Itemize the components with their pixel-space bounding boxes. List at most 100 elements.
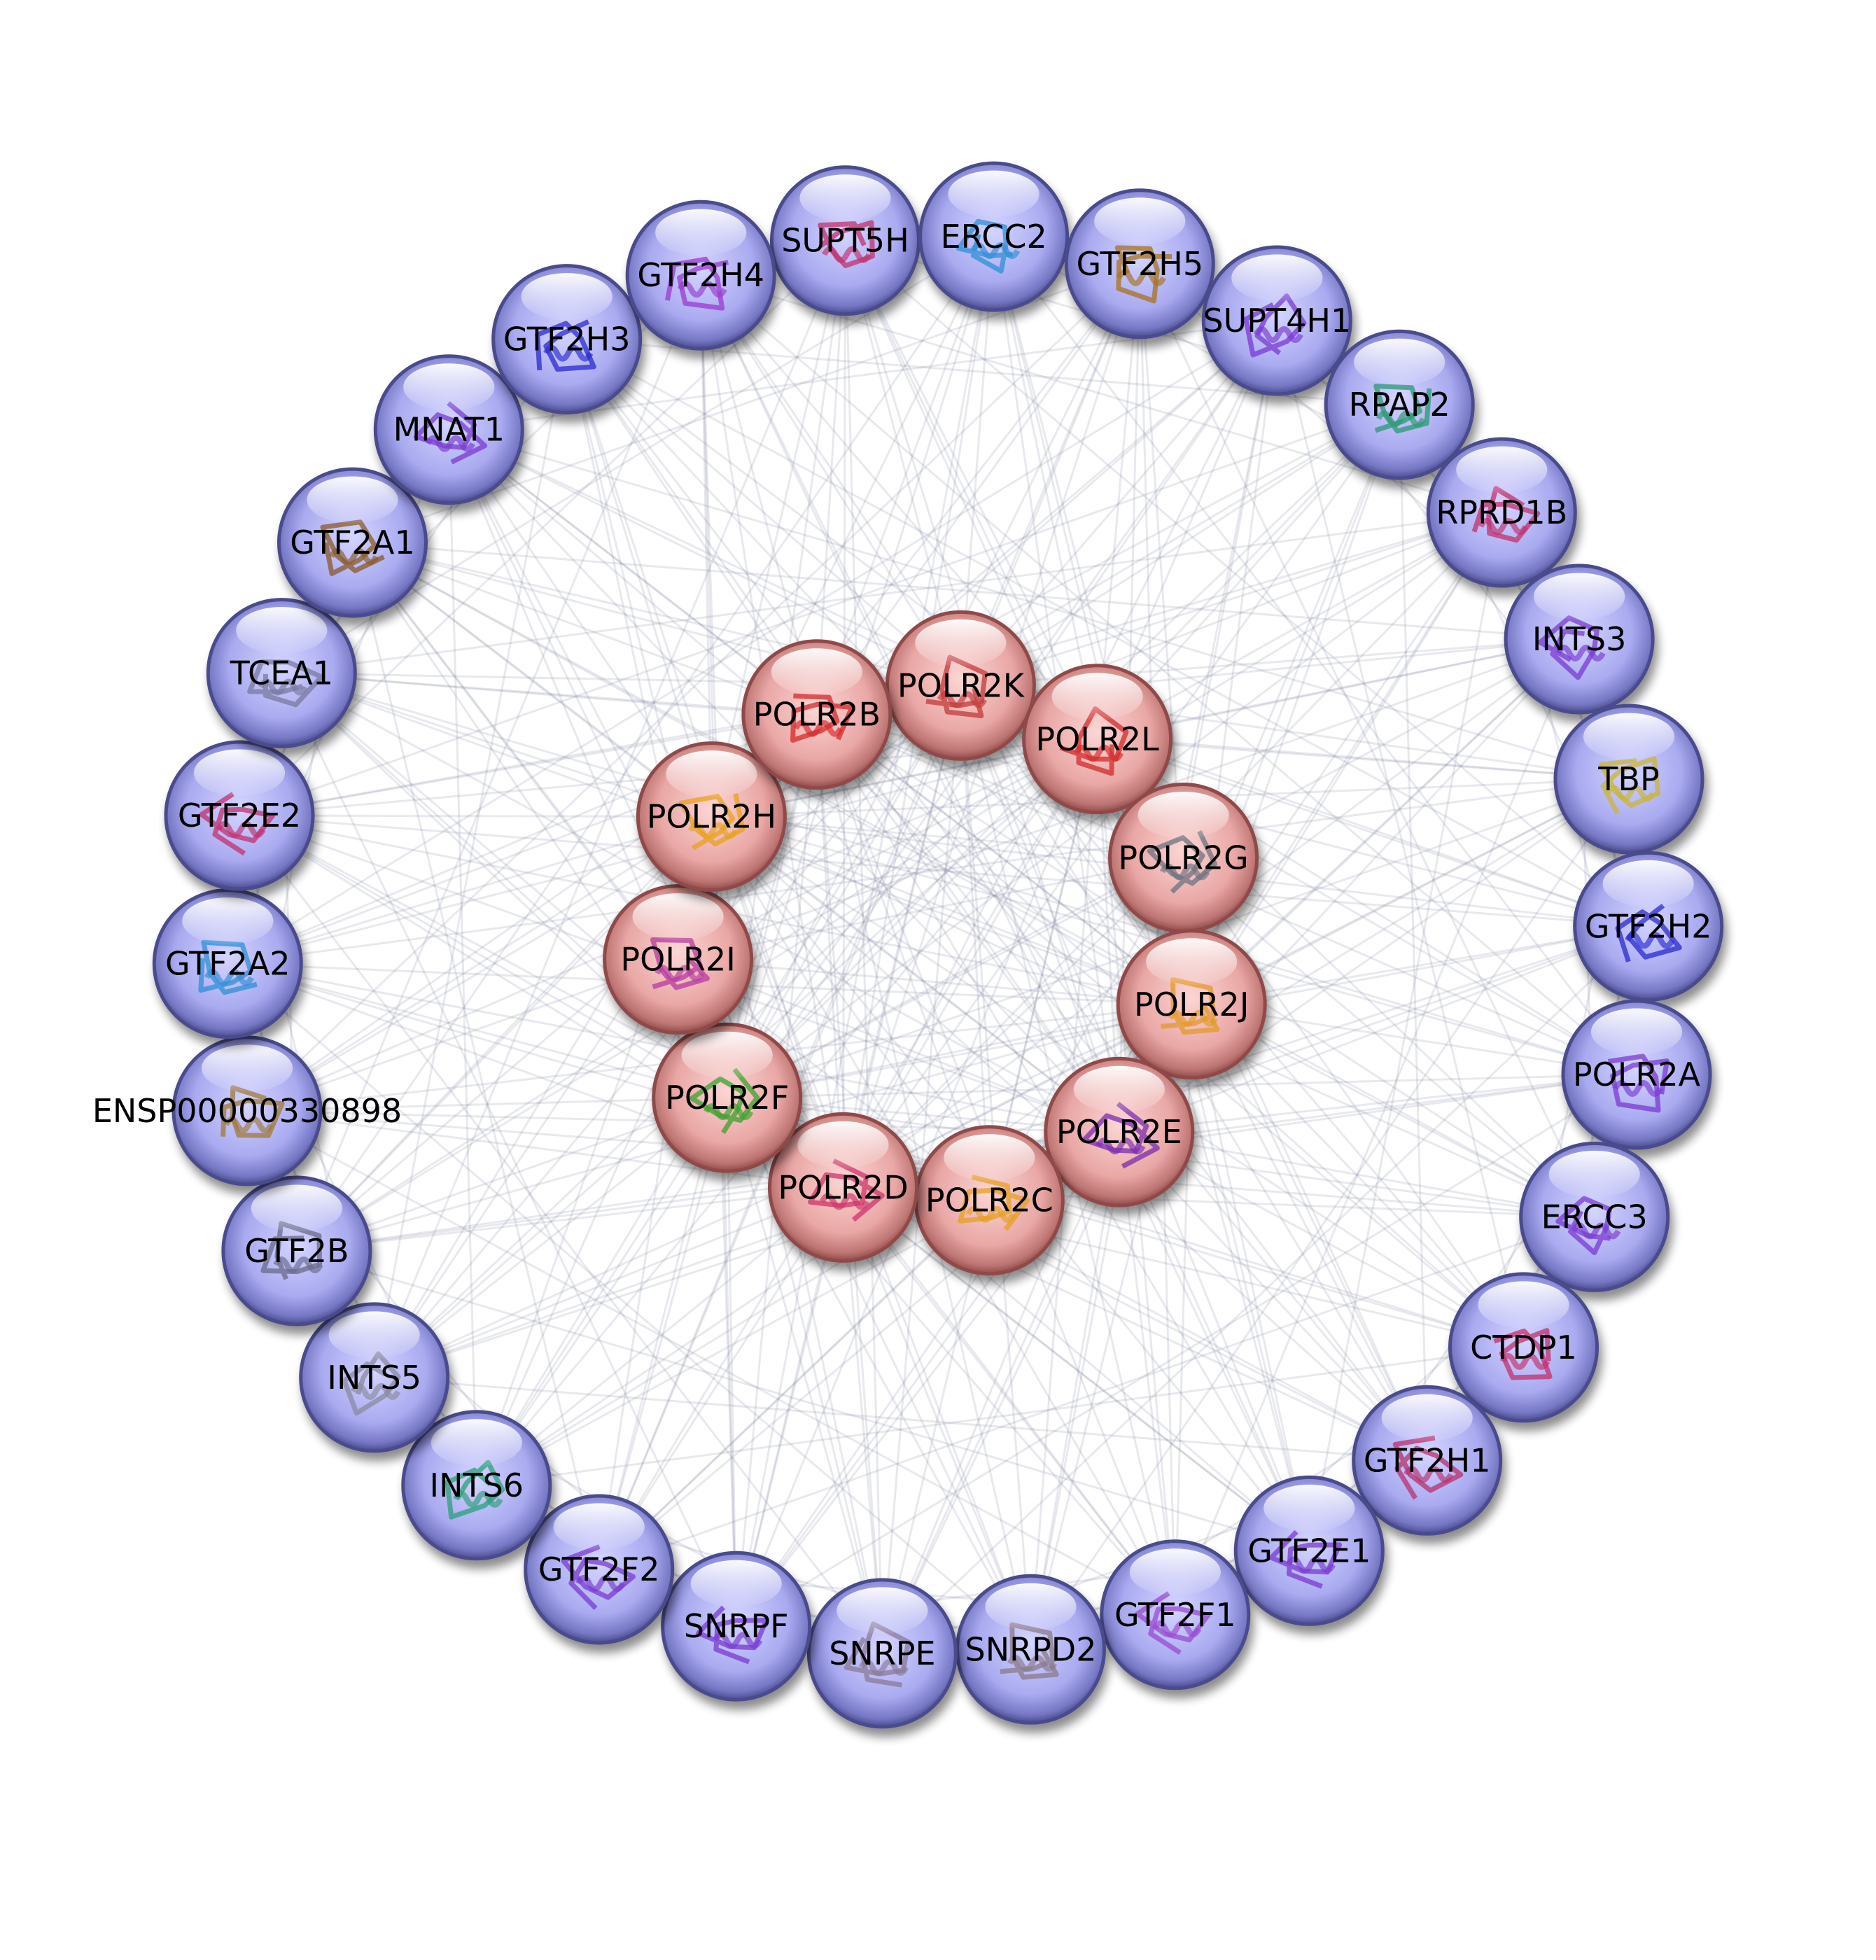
interaction-edge <box>842 1186 1310 1552</box>
node-polr2b[interactable]: POLR2B <box>741 639 892 790</box>
node-polr2e[interactable]: POLR2E <box>1044 1056 1195 1208</box>
gloss-highlight <box>1354 338 1446 386</box>
node-tbp[interactable]: TBP <box>1553 704 1704 855</box>
node-polr2f[interactable]: POLR2F <box>652 1022 803 1173</box>
node-label: SUPT5H <box>781 222 909 260</box>
interaction-edge <box>246 816 713 1112</box>
node-polr2h[interactable]: POLR2H <box>636 741 787 892</box>
node-ensp00000330898[interactable]: ENSP00000330898 <box>92 1035 402 1186</box>
interaction-edge <box>816 713 1193 1006</box>
interaction-edge <box>960 263 1141 687</box>
protein-structure-icon <box>1147 830 1218 894</box>
interaction-edge <box>1030 1131 1121 1650</box>
node-label: POLR2D <box>778 1168 908 1206</box>
node-mnat1[interactable]: MNAT1 <box>373 354 524 505</box>
node-ints6[interactable]: INTS6 <box>401 1410 552 1561</box>
protein-structure-icon <box>1607 1054 1670 1113</box>
interaction-edge <box>239 814 728 1099</box>
node-ints5[interactable]: INTS5 <box>299 1302 450 1453</box>
gloss-highlight <box>553 1503 645 1550</box>
gloss-highlight <box>655 209 747 256</box>
node-gtf2h1[interactable]: GTF2H1 <box>1352 1385 1503 1536</box>
interaction-edge <box>1275 320 1525 1348</box>
interaction-edge <box>247 1096 727 1112</box>
node-polr2g[interactable]: POLR2G <box>1108 783 1259 933</box>
node-gtf2f2[interactable]: GTF2F2 <box>524 1494 675 1645</box>
interaction-edge <box>726 685 962 1098</box>
node-label: GTF2H5 <box>1076 245 1203 283</box>
interaction-edge <box>281 511 1502 675</box>
protein-structure-icon <box>260 1221 323 1280</box>
node-ctdp1[interactable]: CTDP1 <box>1448 1272 1599 1423</box>
interaction-edge <box>842 857 1184 1189</box>
node-label: POLR2A <box>1573 1056 1701 1093</box>
node-snrpd2[interactable]: SNRPD2 <box>955 1574 1106 1725</box>
node-ints3[interactable]: INTS3 <box>1504 564 1655 715</box>
interaction-edge <box>1119 1130 1525 1349</box>
node-label: ERCC2 <box>940 218 1046 255</box>
node-label: POLR2K <box>897 666 1026 704</box>
interaction-edge <box>711 816 1184 860</box>
node-label: SNRPD2 <box>965 1630 1097 1668</box>
interaction-edge <box>239 814 1648 927</box>
node-tcea1[interactable]: TCEA1 <box>206 598 357 749</box>
interaction-edge <box>844 240 962 686</box>
node-supt4h1[interactable]: SUPT4H1 <box>1201 245 1352 396</box>
node-gtf2a2[interactable]: GTF2A2 <box>152 888 303 1040</box>
node-label: ENSP00000330898 <box>92 1092 402 1130</box>
protein-structure-icon <box>678 792 746 850</box>
node-label: SUPT4H1 <box>1203 302 1351 340</box>
interaction-edge <box>960 320 1278 687</box>
interaction-edge <box>710 816 990 1201</box>
gloss-highlight <box>182 897 274 945</box>
node-gtf2h3[interactable]: GTF2H3 <box>491 264 643 415</box>
node-polr2k[interactable]: POLR2K <box>885 610 1036 761</box>
node-gtf2h5[interactable]: GTF2H5 <box>1064 188 1215 340</box>
interaction-edge <box>700 274 1637 1076</box>
protein-structure-icon <box>247 659 324 708</box>
node-rpap2[interactable]: RPAP2 <box>1324 329 1475 480</box>
interaction-edge <box>1191 638 1581 1005</box>
node-gtf2e1[interactable]: GTF2E1 <box>1233 1475 1385 1626</box>
node-gtf2a1[interactable]: GTF2A1 <box>277 467 428 618</box>
node-ercc2[interactable]: ERCC2 <box>918 161 1070 312</box>
protein-structure-icon <box>1243 293 1307 358</box>
node-supt5h[interactable]: SUPT5H <box>770 165 920 316</box>
node-polr2i[interactable]: POLR2I <box>603 884 754 1035</box>
node-gtf2h4[interactable]: GTF2H4 <box>625 200 776 351</box>
node-polr2l[interactable]: POLR2L <box>1022 664 1173 815</box>
node-ercc3[interactable]: ERCC3 <box>1519 1141 1670 1292</box>
interaction-edge <box>295 274 702 1252</box>
node-snrpf[interactable]: SNRPF <box>661 1550 812 1702</box>
node-gtf2f1[interactable]: GTF2F1 <box>1100 1539 1251 1690</box>
interaction-edge <box>993 236 1099 740</box>
node-polr2a[interactable]: POLR2A <box>1561 999 1712 1150</box>
interaction-edge <box>726 738 1098 1099</box>
gloss-highlight <box>1231 254 1323 302</box>
node-label: GTF2F2 <box>538 1550 660 1588</box>
protein-structure-icon <box>955 218 1021 274</box>
interaction-edge <box>881 1131 1121 1654</box>
interaction-edge <box>447 429 478 1485</box>
node-polr2j[interactable]: POLR2J <box>1116 929 1267 1080</box>
node-label: GTF2A2 <box>165 945 290 983</box>
node-polr2c[interactable]: POLR2C <box>913 1125 1065 1276</box>
interaction-edge <box>844 239 1649 927</box>
gloss-highlight <box>1583 713 1675 760</box>
interaction-edge <box>993 236 1638 1075</box>
protein-structure-icon <box>664 256 729 311</box>
node-gtf2h2[interactable]: GTF2H2 <box>1573 850 1724 1002</box>
node-label: POLR2B <box>753 696 881 734</box>
protein-structure-icon <box>198 939 258 995</box>
node-gtf2b[interactable]: GTF2B <box>221 1175 372 1326</box>
node-rprd1b[interactable]: RPRD1B <box>1426 437 1577 588</box>
node-polr2d[interactable]: POLR2D <box>768 1112 918 1263</box>
node-snrpe[interactable]: SNRPE <box>806 1578 958 1729</box>
interaction-edge <box>373 339 568 1378</box>
interaction-edge <box>281 672 712 818</box>
interaction-edge <box>296 1250 1310 1552</box>
node-gtf2e2[interactable]: GTF2E2 <box>164 740 315 891</box>
gloss-highlight <box>1073 1065 1165 1113</box>
interaction-edge <box>281 672 1637 1076</box>
gloss-highlight <box>1548 1150 1640 1198</box>
